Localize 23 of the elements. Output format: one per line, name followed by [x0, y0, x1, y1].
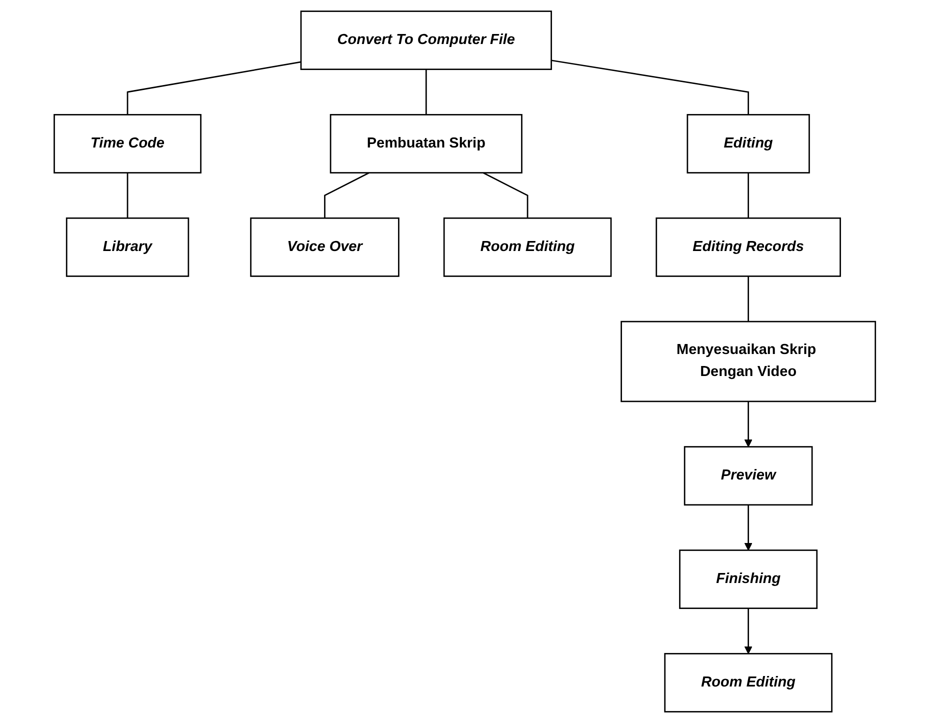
connector	[324, 172, 370, 218]
arrow	[744, 401, 753, 448]
node-box: Menyesuaikan Skrip Dengan Video	[620, 320, 876, 402]
node-box: Time Code	[54, 114, 202, 174]
node-box: Finishing	[679, 550, 818, 609]
node-box: Editing	[686, 114, 810, 174]
node-box: Voice Over	[250, 217, 400, 277]
arrow	[744, 608, 753, 654]
node-box: Room Editing	[664, 652, 833, 712]
node-box: Convert To Computer File	[300, 10, 552, 70]
node-box: Editing Records	[656, 217, 842, 277]
connector	[127, 172, 128, 218]
connector	[482, 172, 528, 218]
node-box: Library	[66, 217, 190, 277]
arrow	[744, 504, 753, 551]
node-box: Room Editing	[444, 217, 612, 277]
node-box: Preview	[684, 446, 813, 506]
connector	[748, 172, 750, 218]
node-box: Pembuatan Skrip	[330, 114, 523, 174]
connector	[551, 60, 750, 115]
connector	[748, 276, 750, 322]
connector	[426, 69, 428, 115]
connector	[127, 61, 302, 115]
